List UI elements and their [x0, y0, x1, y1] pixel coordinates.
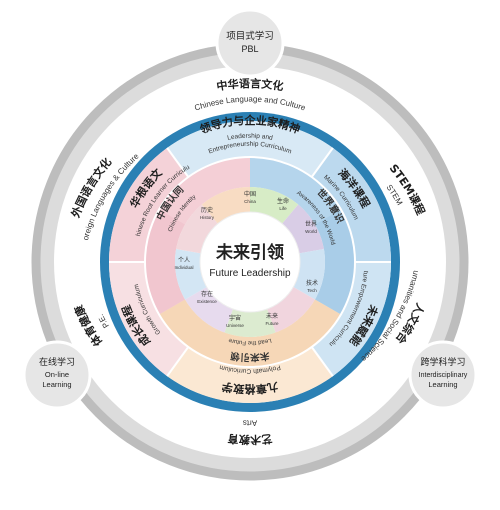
bubble-online: 在线学习 On-line Learning: [22, 340, 92, 410]
inner-existence-label: 存在: [201, 290, 213, 298]
inner-history-en: History: [200, 215, 215, 220]
bubble-pbl-en: PBL: [241, 44, 258, 54]
bubble-online-en1: On-line: [45, 370, 69, 379]
bubble-interdisciplinary-en1: Interdisciplinary: [419, 372, 468, 379]
inner-life-en: Life: [279, 206, 287, 211]
bubble-online-en2: Learning: [42, 380, 71, 389]
inner-universe-en: Universe: [226, 323, 244, 328]
center-title-en: Future Leadership: [209, 268, 291, 279]
inner-individual-label: 个人: [178, 257, 190, 264]
inner-life-label: 生命: [277, 197, 289, 205]
center-title-zh: 未来引领: [215, 242, 284, 263]
bubble-interdisciplinary-en2: Learning: [428, 380, 457, 389]
inner-labels: 中国 China 历史 History 个人 Individual 存在 Exi…: [174, 190, 318, 328]
center-circle: [199, 211, 301, 313]
bubble-interdisciplinary: 跨学科学习 Interdisciplinary Learning: [408, 340, 478, 410]
bubble-pbl-zh: 项目式学习: [226, 30, 274, 42]
middle-lead-en: Lead the Future: [227, 336, 272, 345]
inner-individual-en: Individual: [174, 265, 193, 270]
inner-tech-label: 技术: [306, 279, 318, 287]
curr-leadership-en1: Leadership and: [227, 133, 274, 142]
bubble-interdisciplinary-zh: 跨学科学习: [420, 356, 465, 368]
bubble-online-zh: 在线学习: [39, 356, 75, 368]
inner-china-label: 中国: [244, 190, 256, 198]
inner-future-en: Future: [265, 321, 279, 326]
inner-china-en: China: [244, 199, 256, 204]
inner-universe-label: 宇宙: [229, 314, 241, 322]
inner-world-en: World: [305, 229, 317, 234]
curr-polymath-en: Polymath Curriculum: [219, 363, 281, 374]
subject-arts-en: Arts: [243, 418, 258, 427]
inner-existence-en: Existence: [197, 299, 217, 304]
inner-tech-en: Tech: [307, 288, 317, 293]
inner-history-label: 历史: [201, 206, 213, 214]
middle-ring-border: [144, 156, 356, 368]
curr-polymath-zh: 九章格致学: [221, 379, 280, 396]
bubble-pbl: 项目式学习 PBL: [215, 8, 285, 78]
inner-world-label: 世界: [305, 220, 317, 228]
inner-future-label: 未来: [266, 312, 278, 320]
